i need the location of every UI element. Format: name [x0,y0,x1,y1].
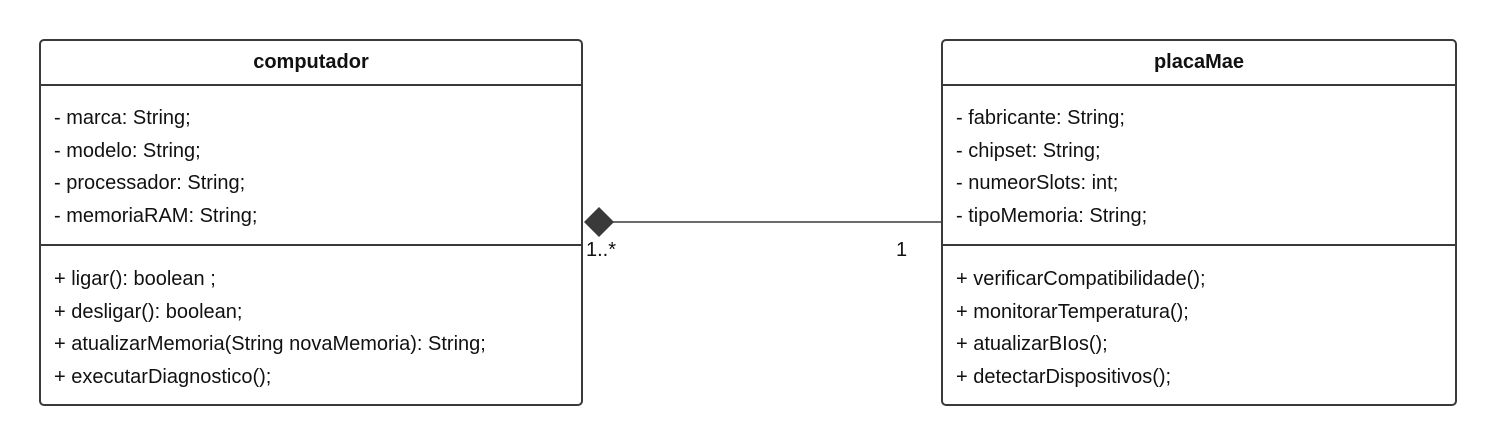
attribute: - memoriaRAM: String; [54,204,258,227]
attribute: - modelo: String; [54,139,201,162]
operation: + ligar(): boolean ; [54,268,216,290]
class-name: computador [41,41,581,86]
attribute: - marca: String; [54,107,191,129]
attribute: - processador: String; [54,172,246,194]
attribute: - numeorSlots: int; [956,172,1119,194]
operations-section: + ligar(): boolean ; + desligar(): boole… [41,246,581,393]
operation: + atualizarBIos(); [956,333,1108,355]
multiplicity-placamae-end: 1 [896,239,908,261]
class-placamae[interactable]: placaMae - fabricante: String; - chipset… [941,39,1457,406]
attributes-section: - marca: String; - modelo: String; - pro… [41,86,581,246]
multiplicity-computador-end: 1..* [586,239,617,261]
operation: + verificarCompatibilidade(); [956,268,1206,290]
attribute: - tipoMemoria: String; [956,204,1148,227]
composition-diamond-icon [584,207,614,237]
attribute: - fabricante: String; [956,107,1125,129]
operation: + executarDiagnostico(); [54,365,272,388]
operation: + desligar(): boolean; [54,300,243,323]
attributes-section: - fabricante: String; - chipset: String;… [943,86,1455,246]
operations-section: + verificarCompatibilidade(); + monitora… [943,246,1455,393]
attribute: - chipset: String; [956,139,1101,162]
class-name: placaMae [943,41,1455,86]
class-computador[interactable]: computador - marca: String; - modelo: St… [39,39,583,406]
operation: + atualizarMemoria(String novaMemoria): … [54,333,486,355]
operation: + detectarDispositivos(); [956,365,1172,388]
operation: + monitorarTemperatura(); [956,300,1189,323]
